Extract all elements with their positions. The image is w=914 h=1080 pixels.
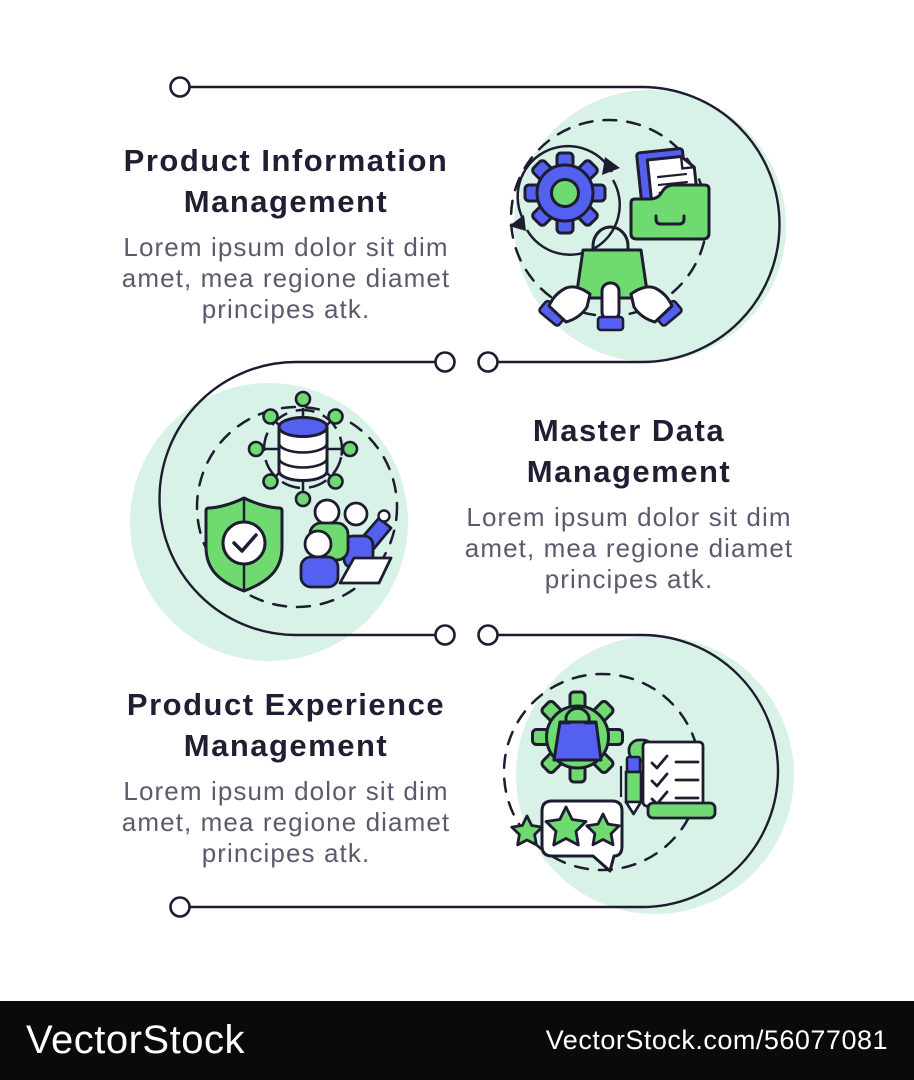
hand-right bbox=[629, 285, 683, 327]
gear-shopping-bag-icon bbox=[531, 690, 624, 784]
section-2-title-line2: Management bbox=[526, 454, 732, 489]
section-2-description: Lorem ipsum dolor sit dim amet, mea regi… bbox=[464, 502, 794, 594]
section-2-title-line1: Master Data bbox=[532, 413, 726, 448]
connector-lines bbox=[158, 85, 781, 909]
watermark-brand: VectorStock bbox=[26, 1018, 245, 1062]
endpoint-circle bbox=[434, 624, 456, 646]
section-2-text: Master Data Management Lorem ipsum dolor… bbox=[428, 410, 830, 595]
hand-center bbox=[596, 281, 625, 332]
checklist-scroll-pen-icon bbox=[619, 738, 717, 820]
infographic-artwork bbox=[130, 76, 794, 918]
arrow-head-icon bbox=[602, 157, 620, 175]
section-2-title: Master Data Management bbox=[428, 410, 830, 492]
arrow-head-icon bbox=[509, 215, 526, 231]
document-folder-icon bbox=[629, 147, 711, 241]
connector-endpoints bbox=[169, 76, 499, 918]
pen-icon bbox=[619, 755, 643, 816]
section-2-icons bbox=[204, 390, 393, 593]
section-1-text: Product Information Management Lorem ips… bbox=[60, 140, 512, 325]
endpoint-circle bbox=[169, 896, 191, 918]
endpoint-circle bbox=[477, 351, 499, 373]
team-collaboration-icon bbox=[299, 498, 393, 589]
connector-path-1 bbox=[180, 85, 781, 364]
process-sync-gear-icon bbox=[509, 144, 621, 256]
section-1-description: Lorem ipsum dolor sit dim amet, mea regi… bbox=[121, 232, 451, 324]
section-3-title: Product Experience Management bbox=[60, 684, 512, 766]
connector-path-2 bbox=[158, 360, 445, 637]
hand-left bbox=[538, 285, 592, 327]
section-1-icons bbox=[509, 144, 711, 332]
watermark-bar: VectorStock VectorStock.com/56077081 bbox=[0, 1001, 914, 1080]
dashed-circle-2 bbox=[195, 405, 399, 609]
database-network-icon bbox=[247, 390, 359, 508]
section-1-title: Product Information Management bbox=[60, 140, 512, 222]
section-1-title-line1: Product Information bbox=[123, 143, 449, 178]
connector-path-3 bbox=[180, 633, 780, 909]
check-mark-icon bbox=[232, 533, 258, 553]
shield-check-icon bbox=[204, 496, 284, 593]
section-1-title-line2: Management bbox=[183, 184, 389, 219]
rating-stars bbox=[510, 805, 621, 847]
watermark-attribution: VectorStock.com/56077081 bbox=[545, 1025, 888, 1055]
section-3-icons bbox=[510, 690, 717, 873]
star-rating-bubble-icon bbox=[510, 799, 624, 873]
endpoint-circle bbox=[477, 624, 499, 646]
section-3-description: Lorem ipsum dolor sit dim amet, mea regi… bbox=[121, 776, 451, 868]
section-3-title-line2: Management bbox=[183, 728, 389, 763]
shopping-bag-in-hands-icon bbox=[538, 225, 683, 332]
network-nodes bbox=[247, 390, 359, 508]
section-3-text: Product Experience Management Lorem ipsu… bbox=[60, 684, 512, 869]
section-3-title-line1: Product Experience bbox=[126, 687, 446, 722]
endpoint-circle bbox=[169, 76, 191, 98]
endpoint-circle bbox=[434, 351, 456, 373]
